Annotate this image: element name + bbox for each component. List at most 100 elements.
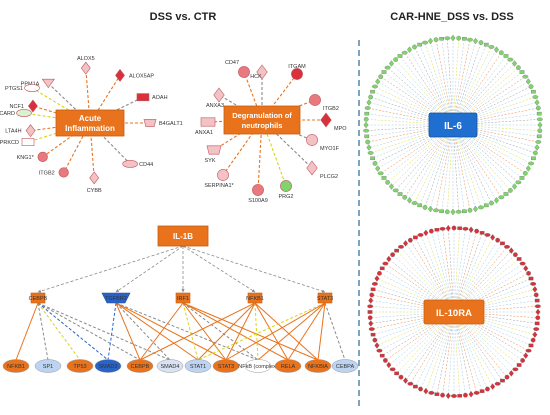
il6-node xyxy=(532,95,539,99)
il10-edge xyxy=(442,311,455,396)
il1b-target-node xyxy=(212,359,240,373)
il10-edge xyxy=(392,254,455,313)
il6-node xyxy=(489,200,494,206)
il6-node xyxy=(531,156,536,161)
il1b-target-node xyxy=(274,359,302,373)
il10-node xyxy=(371,282,378,286)
il1b-target-label: SMAD4 xyxy=(161,364,180,370)
il6-edge xyxy=(452,46,492,126)
il1b-tf-label: IRF1 xyxy=(177,296,189,302)
il6-node xyxy=(522,170,528,176)
il10-node xyxy=(457,394,463,398)
il1b-target-node xyxy=(304,359,332,373)
il10-node xyxy=(504,374,510,380)
il1b-target-label: STAT1 xyxy=(190,364,206,370)
il10-node xyxy=(451,225,457,231)
il1b-tf-node xyxy=(247,292,263,304)
il10-edge xyxy=(453,232,483,313)
il1b-tf-edge xyxy=(115,302,171,361)
il10-edge xyxy=(370,311,455,318)
il1b-tf-edge xyxy=(115,302,199,361)
il6-node xyxy=(368,94,373,100)
il6-node xyxy=(384,65,391,70)
il6-node xyxy=(407,46,412,53)
acute-edge xyxy=(89,122,131,165)
il10-node xyxy=(386,361,392,369)
il1b-tf-edge xyxy=(107,302,117,361)
il1b-target-node xyxy=(94,359,122,373)
il10-node xyxy=(479,231,485,235)
il10-edge xyxy=(425,232,455,313)
degran-node xyxy=(238,66,250,78)
il1b-tf-label: TGFBR2 xyxy=(105,296,127,302)
il6-node xyxy=(385,180,390,185)
il6-node xyxy=(494,46,499,53)
il10-node xyxy=(370,287,376,292)
acute-edge xyxy=(89,122,95,178)
il10-node xyxy=(423,387,429,395)
il10-node xyxy=(508,247,514,254)
degranulation-network: HCKITGAMITGB2MPOMYO1FPLCG2PRG2S100A9SERP… xyxy=(195,60,347,204)
il10-node xyxy=(457,226,463,230)
il10-node xyxy=(413,384,418,389)
il6-edge xyxy=(409,49,454,126)
acute-node-label: KNG1* xyxy=(17,155,35,161)
degran-node xyxy=(217,169,229,181)
degran-node xyxy=(200,117,216,127)
il10-edge xyxy=(453,237,493,313)
il6-node xyxy=(535,140,542,144)
il6-node xyxy=(450,34,456,42)
il6-node xyxy=(515,180,522,185)
il1b-hub-edge xyxy=(182,245,256,293)
il6-edge xyxy=(430,124,454,210)
il1b-tf-node xyxy=(317,292,333,304)
il10-edge xyxy=(453,311,466,396)
il6-node xyxy=(535,105,541,111)
il10ra-network: IL-10RA xyxy=(367,224,541,400)
il10-node xyxy=(428,228,434,234)
il10-edge xyxy=(453,311,483,392)
il10-node xyxy=(500,241,505,246)
il6-node xyxy=(483,42,489,47)
acute-hub-label-2: Inflammation xyxy=(65,124,115,133)
il10-node xyxy=(534,298,540,303)
il1b-tf-edge xyxy=(287,302,326,361)
il10-node xyxy=(390,252,395,258)
right-panel-title: CAR-HNE_DSS vs. DSS xyxy=(390,11,513,23)
degran-edge xyxy=(243,71,263,121)
il6-node xyxy=(516,65,521,70)
il6-node xyxy=(363,128,370,133)
il6-edge xyxy=(452,39,471,126)
il10-edge xyxy=(448,311,455,396)
il10-edge xyxy=(415,237,455,313)
il1b-tf-edge xyxy=(37,302,141,361)
il6-node xyxy=(537,121,543,129)
il10-node xyxy=(368,327,375,331)
il10-node xyxy=(533,327,540,331)
degran-node xyxy=(309,94,321,106)
degran-edge xyxy=(218,94,263,121)
il1b-target-label: TP53 xyxy=(73,364,86,370)
il1b-target-label: NFKBIA xyxy=(308,364,328,370)
il10-node xyxy=(445,392,451,400)
il10-edge xyxy=(370,306,455,313)
il1b-tf-edge xyxy=(225,302,256,361)
il1b-tf-edge xyxy=(254,302,319,361)
il10-node xyxy=(440,392,445,398)
il1b-tf-edge xyxy=(139,302,256,361)
il6-node xyxy=(366,144,372,151)
il10ra-hub xyxy=(423,299,485,325)
il10-edge xyxy=(436,229,455,313)
degran-node xyxy=(280,180,292,192)
il10-node xyxy=(428,391,435,395)
il6-node xyxy=(417,42,423,47)
degran-node-label: S100A9 xyxy=(248,198,268,204)
il1b-hub-edge xyxy=(115,245,184,293)
il10-node xyxy=(386,255,392,263)
il10-node xyxy=(451,394,457,398)
il10-node xyxy=(479,389,485,393)
il6-node xyxy=(377,171,384,176)
il10-node xyxy=(504,244,510,249)
il10-node xyxy=(408,237,413,243)
